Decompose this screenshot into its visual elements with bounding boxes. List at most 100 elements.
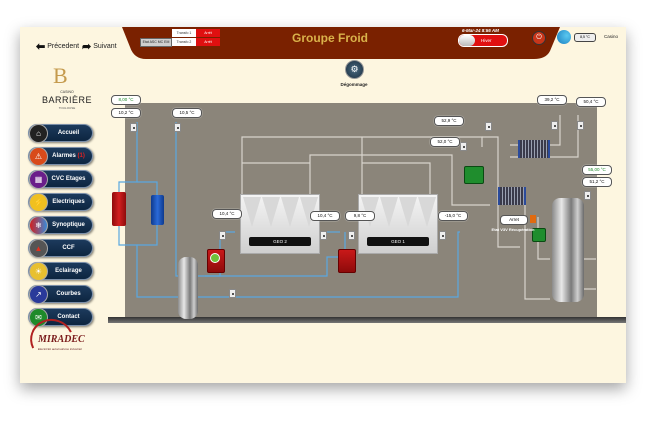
temp-tank-right: 51,2 °C [582,177,612,187]
v3v-arret-button[interactable]: Arret [500,215,528,225]
sensor-icon [174,123,181,132]
chiller-geo2[interactable]: ● GEO 2 [240,194,320,254]
pipes [118,115,596,300]
heater-blue [151,195,164,225]
sensor-icon [439,231,446,240]
valve-icon [530,215,536,223]
synoptic-icon: ❄ [29,216,48,235]
sensor-icon [219,231,226,240]
power-icon[interactable]: ⏻ [532,31,546,45]
synoptic-floor [108,317,626,323]
sidebar-item-contact[interactable]: ✉ Contact [28,308,93,327]
next-button[interactable]: ➦ Suivant [82,40,117,53]
temp-hot-2: 52,0 °C [430,137,460,147]
sidebar-item-label: Accueil [57,130,80,136]
sidebar-item-cvc-etages[interactable]: ▦ CVC Etages [28,170,93,189]
temp-geo2-out: 10,4 °C [310,211,340,221]
pump-red-geo1[interactable] [338,249,356,273]
fan-icon [243,197,261,227]
sidebar-item-label: CVC Etages [51,176,86,182]
sidebar-item-label: Eclairage [55,268,82,274]
forward-arrow-icon: ➦ [82,41,92,53]
pump-green-recovery[interactable] [464,166,484,184]
sensor-icon [551,121,558,130]
temp-top-right-1: 39,2 °C [537,95,567,105]
logo-casino: CASINO [60,90,74,94]
sidebar-item-label: Courbes [56,291,81,297]
previous-label: Précedent [47,43,80,50]
miradec-logo: MIRADEC [38,334,85,345]
sidebar-item-label: Electriques [52,199,85,205]
temp-geo1-in: 9,8 °C [345,211,375,221]
status-ok-icon [210,253,220,263]
sensor-icon [348,231,355,240]
sidebar-item-ccf[interactable]: ▲ CCF [28,239,93,258]
fire-icon: ▲ [29,239,48,258]
fan-icon [262,197,280,227]
sensor-icon [460,142,467,151]
fan-icon [399,197,417,227]
sidebar-item-eclairage[interactable]: ☀ Eclairage [28,262,93,281]
sidebar-item-electriques[interactable]: ⚡ Electriques [28,193,93,212]
sensor-icon [584,191,591,200]
next-label: Suivant [93,43,117,50]
pump-red-geo2[interactable] [207,249,225,273]
buffer-tank-right [552,198,584,302]
season-toggle[interactable]: Hiver [458,34,508,47]
chat-icon: ✉ [29,308,48,327]
heater-red [112,192,126,226]
temp-left-2: 10,5 °C [172,108,202,118]
transfo-2: Transfo 2 Arrêt [172,38,220,46]
lightning-icon: ⚡ [29,193,48,212]
etat-button[interactable]: Etat ASC MC EM [140,38,172,47]
sidebar-item-courbes[interactable]: ↗ Courbes [28,285,93,304]
sidebar-item-label: Alarmes [52,153,76,159]
transfo-2-name: Transfo 2 [172,38,196,46]
sidebar-item-accueil[interactable]: ⌂ Accueil [28,124,93,143]
previous-button[interactable]: ⬅ Précedent [36,40,79,53]
buffer-tank-left [178,257,198,319]
alarm-icon: ⚠ [29,147,48,166]
v3v-label: Etat V3V Récupération [491,227,535,232]
heat-exchanger-mid [498,187,526,205]
transfo-1: Transfo 1 Arrêt [172,29,220,37]
season-label: Hiver [481,38,492,43]
degommage-icon[interactable]: ⚙ [345,60,364,79]
sensor-icon [229,289,236,298]
transfo-1-status: Arrêt [196,29,220,37]
temp-left-1: 10,2 °C [111,108,141,118]
alarm-count: (1) [77,153,85,159]
sensor-icon [485,122,492,131]
transfo-2-status: Arrêt [196,38,220,46]
back-arrow-icon: ⬅ [36,41,46,53]
temp-geo1-out: -15,0 °C [438,211,468,221]
chiller-geo1[interactable]: ● GEO 1 [358,194,438,254]
sensor-icon [320,231,327,240]
fan-icon [418,197,436,227]
sidebar-item-label-wrap: Alarmes (1) [47,148,90,164]
temp-top-right-2: 50,4 °C [576,97,606,107]
sensor-icon [577,121,584,130]
transfo-1-name: Transfo 1 [172,29,196,37]
outside-temp: 8,5 °C [574,33,596,42]
pump-green-small[interactable] [532,228,546,242]
heat-exchanger-top [518,140,550,158]
sidebar-item-label: Synoptique [52,222,85,228]
sidebar-item-label: Contact [57,314,80,320]
home-icon: ⌂ [29,124,48,143]
sidebar-item-alarmes[interactable]: ⚠ Alarmes (1) [28,147,93,166]
bulb-icon: ☀ [29,262,48,281]
temp-hot-1: 52,9 °C [434,116,464,126]
logo-city: TOULOUSE [58,106,76,110]
sidebar-item-synoptique[interactable]: ❄ Synoptique [28,216,93,235]
header-band [122,27,560,59]
chart-icon: ↗ [29,285,48,304]
logo-name: BARRIÈRE [41,95,92,105]
temp-geo2-in: 10,4 °C [212,209,242,219]
datetime: 6-Mar-24 8:56 AM [462,28,499,33]
sensor-icon [130,123,137,132]
logo-monogram: B [53,63,68,88]
screen: ⬅ Précedent ➦ Suivant Etat ASC MC EM Tra… [20,27,626,383]
sidebar-item-label: CCF [62,245,75,251]
page-title: Groupe Froid [292,31,368,45]
